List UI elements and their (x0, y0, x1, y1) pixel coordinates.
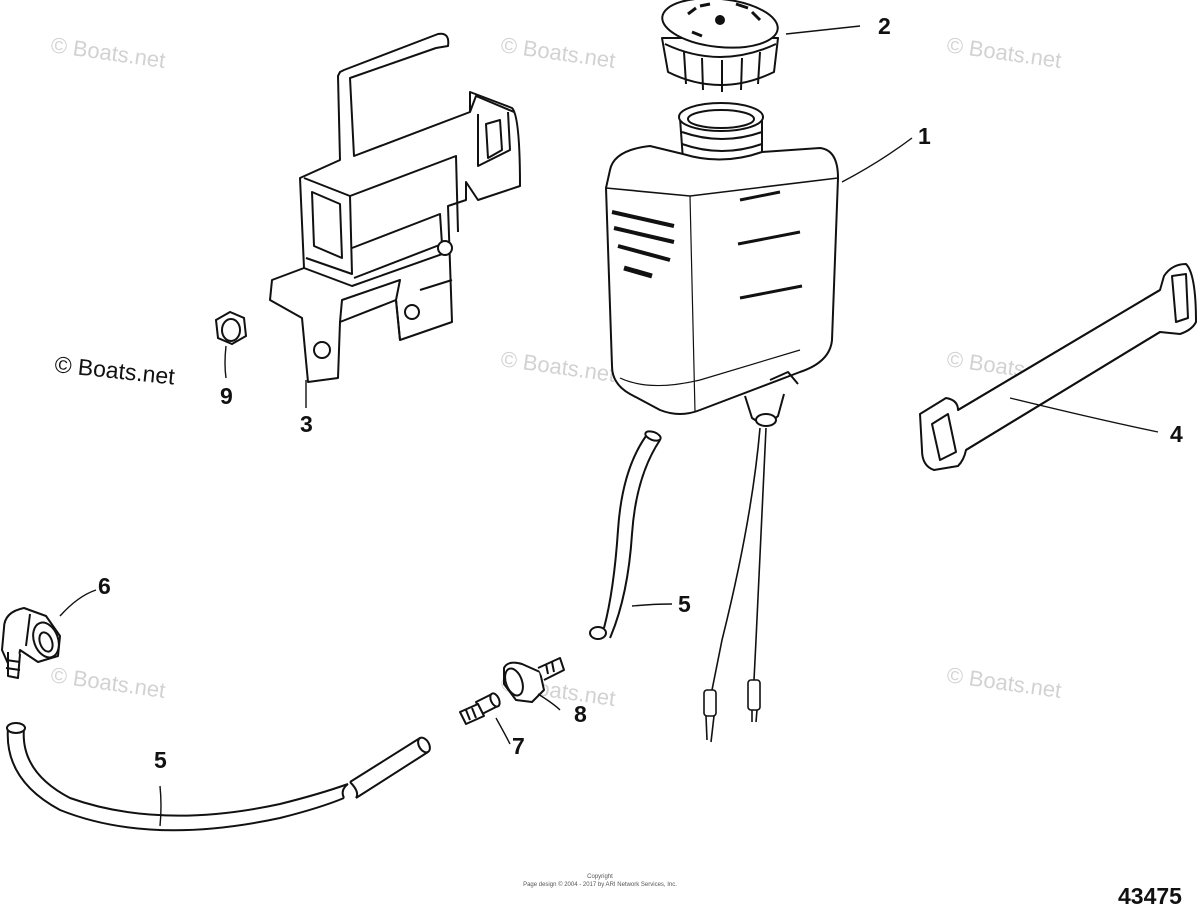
cap-part (660, 0, 780, 92)
watermark: © Boats.net (49, 662, 167, 703)
connector-part (502, 658, 564, 702)
callout-7: 7 (512, 733, 525, 759)
watermark: © Boats.net (499, 346, 617, 387)
callout-3: 3 (300, 411, 313, 437)
callout-5-long-hose: 5 (154, 747, 167, 773)
barb-fitting-part (460, 692, 502, 724)
watermark: © Boats.net (499, 32, 617, 73)
reservoir-part (606, 103, 838, 426)
leader-lines (59, 25, 1159, 827)
strap-part (920, 264, 1196, 470)
callout-9: 9 (220, 383, 233, 409)
callout-5-short-hose: 5 (678, 591, 691, 617)
watermark: © Boats.net (49, 32, 167, 73)
nut-part (216, 312, 246, 344)
copyright-line-1: Copyright (587, 874, 613, 880)
callout-4: 4 (1170, 421, 1183, 447)
watermark-layer: © Boats.net © Boats.net © Boats.net © Bo… (49, 32, 1063, 711)
callout-8: 8 (574, 701, 587, 727)
short-hose-part (590, 430, 662, 639)
elbow-fitting-part (2, 608, 63, 678)
callout-6: 6 (98, 573, 111, 599)
long-hose-part (7, 723, 432, 830)
callout-1: 1 (918, 123, 931, 149)
watermark: © Boats.net (945, 662, 1063, 703)
watermark: © Boats.net (945, 32, 1063, 73)
callout-2: 2 (878, 13, 891, 39)
sensor-wires (704, 428, 766, 742)
copyright-line-2: Page design © 2004 - 2017 by ARI Network… (523, 881, 677, 888)
callout-numbers: 2 1 4 5 5 6 7 8 3 9 (98, 13, 1183, 773)
figure-number: 43475 (1118, 883, 1182, 909)
watermark-dark: © Boats.net (53, 351, 176, 390)
bracket-part (270, 34, 520, 382)
